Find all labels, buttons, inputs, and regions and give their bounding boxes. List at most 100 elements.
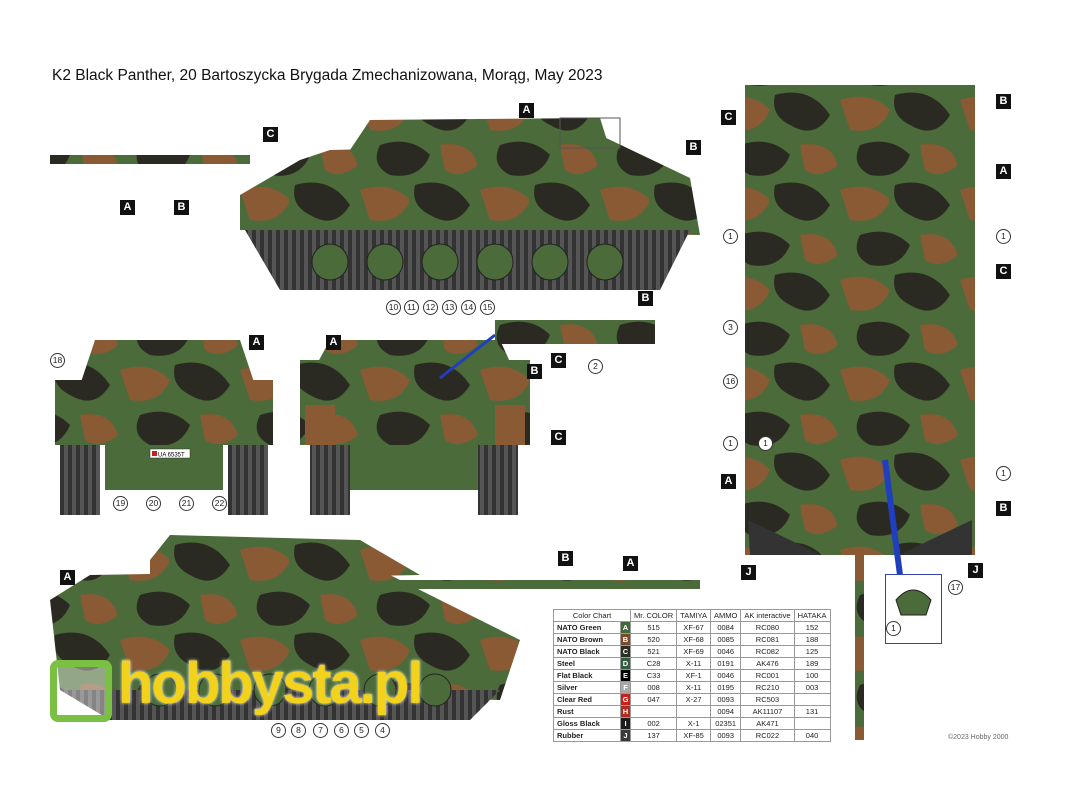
cell-name: NATO Brown (553, 633, 621, 646)
cell-ak: AK11107 (740, 705, 795, 718)
part-number: 21 (179, 496, 194, 511)
barrel-detail (495, 320, 655, 344)
cell-tamiya: XF-69 (676, 645, 711, 658)
col-header: HATAKA (793, 609, 831, 622)
paint-label: A (623, 556, 638, 571)
part-number: 10 (386, 300, 401, 315)
cell-ammo: 0084 (709, 621, 742, 634)
cell-hataka (793, 693, 831, 706)
part-number: 17 (948, 580, 963, 595)
part-number: 3 (723, 320, 738, 335)
cell-ammo: 0191 (709, 657, 742, 670)
cell-code: C (620, 645, 631, 658)
part-number: 14 (461, 300, 476, 315)
cell-code: I (620, 717, 631, 730)
side-view-right (50, 117, 700, 290)
cell-name: Flat Black (553, 669, 621, 682)
cell-tamiya: X-11 (676, 657, 711, 670)
cell-tamiya: XF-1 (676, 669, 711, 682)
cell-ak: RC210 (740, 681, 795, 694)
paint-label: C (721, 110, 736, 125)
part-number: 8 (291, 723, 306, 738)
cell-name: Rubber (553, 729, 621, 742)
paint-label: A (120, 200, 135, 215)
cell-tamiya: XF-85 (676, 729, 711, 742)
cell-hataka: 188 (793, 633, 831, 646)
cell-hataka: 131 (793, 705, 831, 718)
cell-name: Gloss Black (553, 717, 621, 730)
part-number: 19 (113, 496, 128, 511)
cell-mr: 515 (629, 621, 678, 634)
col-header: AMMO (709, 609, 742, 622)
cell-mr: 520 (629, 633, 678, 646)
part-number: 2 (588, 359, 603, 374)
cell-ammo: 0085 (709, 633, 742, 646)
cell-code: J (620, 729, 631, 742)
cell-mr: 137 (629, 729, 678, 742)
cell-mr: C33 (629, 669, 678, 682)
color-chart-table: Color Chart Mr. COLOR TAMIYA AMMO AK int… (553, 609, 831, 742)
cell-hataka: 189 (793, 657, 831, 670)
part-number: 16 (723, 374, 738, 389)
cell-code: A (620, 621, 631, 634)
col-header: TAMIYA (676, 609, 711, 622)
part-number: 4 (375, 723, 390, 738)
paint-label: C (996, 264, 1011, 279)
part-number: 22 (212, 496, 227, 511)
side-view-left (50, 535, 700, 720)
cell-name: NATO Black (553, 645, 621, 658)
paint-label: A (326, 335, 341, 350)
cell-tamiya: X-1 (676, 717, 711, 730)
cell-mr: C28 (629, 657, 678, 670)
part-number: 1 (886, 621, 901, 636)
cell-name: Rust (553, 705, 621, 718)
part-number: 1 (723, 436, 738, 451)
cell-hataka (793, 717, 831, 730)
cell-ammo: 02351 (709, 717, 742, 730)
part-number: 9 (271, 723, 286, 738)
cell-code: B (620, 633, 631, 646)
cell-hataka: 125 (793, 645, 831, 658)
cell-code: H (620, 705, 631, 718)
cell-ak: RC022 (740, 729, 795, 742)
cell-mr (629, 705, 678, 718)
cell-ak: RC080 (740, 621, 795, 634)
paint-label: B (174, 200, 189, 215)
cell-name: NATO Green (553, 621, 621, 634)
cell-tamiya: X-11 (676, 681, 711, 694)
cell-code: E (620, 669, 631, 682)
cell-ak: AK471 (740, 717, 795, 730)
part-number: 5 (354, 723, 369, 738)
cell-mr: 521 (629, 645, 678, 658)
col-header: Mr. COLOR (629, 609, 678, 622)
cell-hataka: 100 (793, 669, 831, 682)
part-number: 7 (313, 723, 328, 738)
cell-ammo: 0195 (709, 681, 742, 694)
cell-ammo: 0046 (709, 669, 742, 682)
cell-ak: RC503 (740, 693, 795, 706)
front-view: UA 6535T (55, 340, 273, 515)
cell-name: Silver (553, 681, 621, 694)
cell-code: G (620, 693, 631, 706)
cell-ak: RC082 (740, 645, 795, 658)
paint-label: C (263, 127, 278, 142)
cell-ammo: 0094 (709, 705, 742, 718)
part-number: 1 (996, 466, 1011, 481)
paint-label: C (551, 353, 566, 368)
rear-view (300, 333, 530, 515)
paint-label: A (721, 474, 736, 489)
cell-code: F (620, 681, 631, 694)
part-number: 6 (334, 723, 349, 738)
top-view (745, 85, 975, 740)
part-number: 12 (423, 300, 438, 315)
